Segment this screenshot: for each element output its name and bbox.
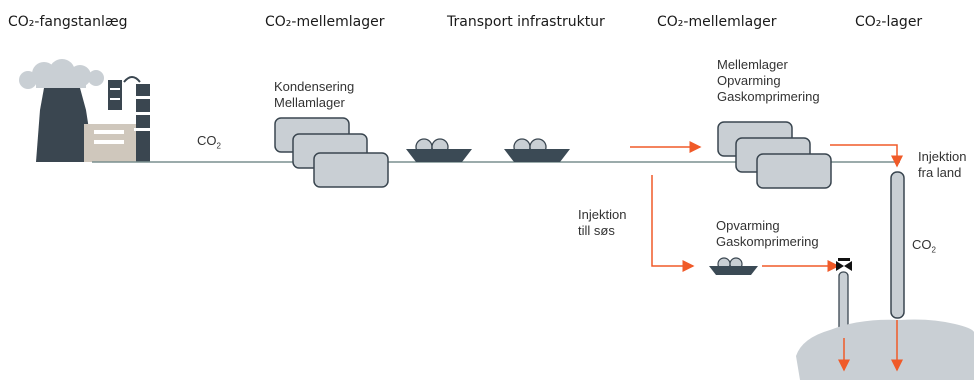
label-interim-storage-2: Mellemlager Opvarming Gaskomprimering <box>717 57 820 104</box>
label-condensation: Kondensering Mellamlager <box>274 79 355 110</box>
interim-storage-2-tanks-icon <box>717 121 832 189</box>
label-co2-storage: CO2 <box>912 237 936 255</box>
arrow-to-sea-injection <box>651 175 695 272</box>
header-storage: CO₂-lager <box>855 14 923 30</box>
header-capture-plant: CO₂-fangstanlæg <box>8 14 128 30</box>
valve-icon <box>836 258 852 271</box>
ship-icon-2 <box>504 138 570 162</box>
ship-icon-1 <box>406 138 472 162</box>
ship-icon-3 <box>709 257 758 275</box>
header-interim-storage-1: CO₂-mellemlager <box>265 14 385 30</box>
header-interim-storage-2: CO₂-mellemlager <box>657 14 777 30</box>
label-sea-injection: Injektion till søs <box>578 207 627 238</box>
label-co2-pipeline: CO2 <box>197 133 221 151</box>
land-injection-well-icon <box>890 171 905 319</box>
capture-plant-icon <box>19 59 152 162</box>
header-transport-infrastructure: Transport infrastruktur <box>447 14 605 30</box>
label-land-injection: Injektion fra land <box>918 149 967 180</box>
label-ship-processing: Opvarming Gaskomprimering <box>716 218 819 249</box>
ground-formation <box>796 319 974 380</box>
arrow-to-land-injection <box>830 144 903 168</box>
interim-storage-1-tanks-icon <box>274 117 389 188</box>
